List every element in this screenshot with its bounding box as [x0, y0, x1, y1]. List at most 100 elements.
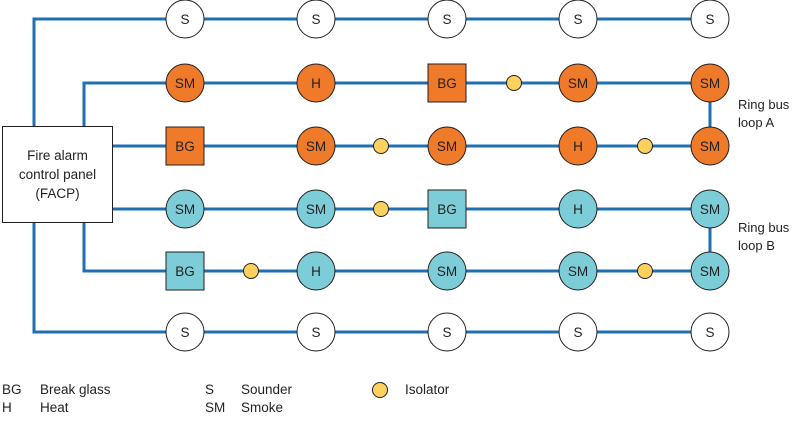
sounder-icon	[690, 312, 730, 352]
isolator-icon	[506, 75, 522, 91]
heat-detector-device: H	[558, 189, 598, 229]
device-code: SM	[175, 202, 195, 217]
smoke-detector-device: SM	[296, 189, 336, 229]
smoke-detector-icon	[690, 251, 730, 291]
smoke-detector-icon	[165, 63, 205, 103]
legend-h-code: H	[2, 400, 12, 415]
break-glass-icon	[427, 63, 467, 103]
smoke-detector-icon	[296, 189, 336, 229]
device-code: SM	[306, 139, 326, 154]
smoke-detector-device: SM	[165, 189, 205, 229]
sounder-icon	[296, 0, 336, 39]
panel-label-line3: (FACP)	[35, 186, 80, 201]
smoke-detector-icon	[690, 189, 730, 229]
smoke-detector-icon	[296, 126, 336, 166]
break-glass-icon	[427, 189, 467, 229]
device-code: S	[442, 12, 451, 27]
smoke-detector-icon	[427, 251, 467, 291]
break-glass-icon	[165, 126, 205, 166]
loop-b-label-line2: loop B	[738, 238, 775, 253]
smoke-detector-device: SM	[690, 126, 730, 166]
device-code: SM	[437, 139, 457, 154]
smoke-detector-device: SM	[165, 63, 205, 103]
heat-detector-device: H	[558, 126, 598, 166]
sounder-device: S	[296, 312, 336, 352]
heat-detector-device: H	[296, 251, 336, 291]
device-code: SM	[306, 202, 326, 217]
smoke-detector-icon	[558, 251, 598, 291]
device-code: S	[705, 12, 714, 27]
device-code: S	[705, 325, 714, 340]
sounder-device: S	[165, 312, 205, 352]
sounder-icon	[690, 0, 730, 39]
sounder-device: S	[427, 312, 467, 352]
device-code: H	[573, 202, 583, 217]
isolator-icon	[637, 138, 653, 154]
device-code: SM	[437, 264, 457, 279]
sounder-icon	[427, 312, 467, 352]
device-code: S	[442, 325, 451, 340]
heat-detector-device: H	[296, 63, 336, 103]
break-glass-device: BG	[165, 251, 205, 291]
legend-icons	[372, 382, 388, 398]
device-code: H	[311, 264, 321, 279]
smoke-detector-device: SM	[690, 251, 730, 291]
device-code: BG	[437, 76, 457, 91]
device-code: H	[311, 76, 321, 91]
sounder-icon	[296, 312, 336, 352]
device-code: SM	[700, 76, 720, 91]
smoke-detector-icon	[427, 126, 467, 166]
isolator-icon	[373, 201, 389, 217]
device-code: SM	[700, 264, 720, 279]
sounder-device: S	[427, 0, 467, 39]
loop-a-label-line1: Ring bus	[738, 97, 790, 112]
loop-a-label-line2: loop A	[738, 115, 775, 130]
smoke-detector-icon	[558, 63, 598, 103]
loop-b-label: Ring bus loop B	[738, 219, 789, 255]
device-code: S	[311, 12, 320, 27]
legend-bg-text: Break glass	[40, 382, 111, 397]
legend-s-code: S	[205, 382, 215, 397]
heat-detector-icon	[558, 189, 598, 229]
legend-bg-code: BG	[2, 382, 22, 397]
break-glass-device: BG	[427, 63, 467, 103]
sounder-circuit-top	[32, 17, 710, 126]
legend-h-text: Heat	[40, 400, 69, 415]
legend-sm-text: Smoke	[241, 400, 284, 415]
device-code: SM	[568, 264, 588, 279]
device-code: SM	[700, 202, 720, 217]
loop-b-label-line1: Ring bus	[738, 220, 790, 235]
panel-label-line1: Fire alarm	[27, 148, 88, 163]
sounder-device: S	[165, 0, 205, 39]
loop-a-wire-outgoing	[82, 81, 710, 126]
device-code: SM	[175, 76, 195, 91]
loop-a-label: Ring bus loop A	[738, 96, 789, 132]
fire-alarm-control-panel: Fire alarm control panel (FACP)	[2, 126, 113, 223]
sounder-icon	[558, 0, 598, 39]
break-glass-device: BG	[427, 189, 467, 229]
legend-isolator-text: Isolator	[405, 382, 450, 397]
sounder-icon	[558, 312, 598, 352]
device-code: S	[573, 325, 582, 340]
sounder-device: S	[558, 0, 598, 39]
isolator-icon	[372, 382, 388, 398]
heat-detector-icon	[558, 126, 598, 166]
break-glass-icon	[165, 251, 205, 291]
smoke-detector-icon	[165, 189, 205, 229]
sounder-circuit-bottom	[32, 223, 710, 334]
smoke-detector-device: SM	[427, 251, 467, 291]
smoke-detector-device: SM	[558, 251, 598, 291]
device-code: SM	[700, 139, 720, 154]
sounder-device: S	[690, 312, 730, 352]
smoke-detector-device: SM	[427, 126, 467, 166]
smoke-detector-icon	[690, 126, 730, 166]
bus-wires	[32, 17, 712, 334]
smoke-detector-icon	[690, 63, 730, 103]
legend-s-text: Sounder	[241, 382, 293, 397]
smoke-detector-device: SM	[690, 63, 730, 103]
isolator-icon	[637, 263, 653, 279]
sounder-icon	[427, 0, 467, 39]
isolator-icon	[243, 263, 259, 279]
